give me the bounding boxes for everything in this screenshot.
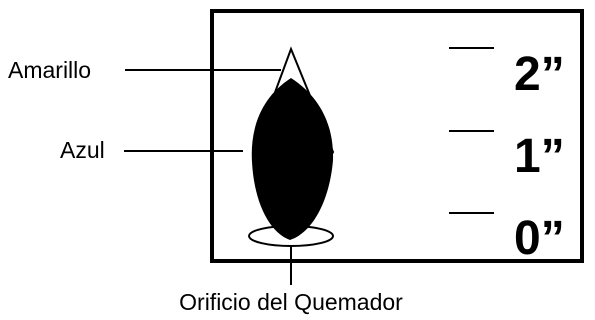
scale-label-2: 2” [514, 48, 565, 101]
blue-flame-core [251, 78, 334, 240]
burner-port-label: Orificio del Quemador [179, 289, 403, 315]
diagram-frame [210, 9, 584, 263]
blue-label: Azul [60, 137, 105, 163]
scale-label-1: 1” [514, 130, 565, 183]
yellow-label: Amarillo [8, 57, 91, 83]
scale-label-0: 0” [514, 212, 565, 265]
